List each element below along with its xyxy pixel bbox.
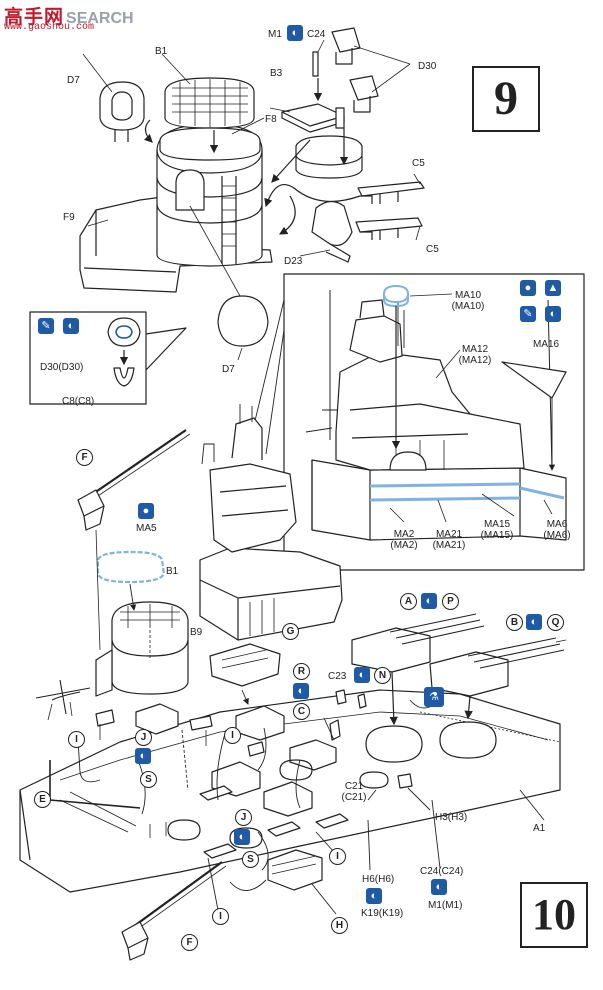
label-c21-text: C21 [344,781,364,792]
label-b9: B9 [190,627,203,638]
label-ma12: MA12(MA12) [453,344,497,366]
marker-p: P [442,593,459,610]
deck-assembly [19,404,567,961]
marker-h: H [331,917,348,934]
label-ma2: MA2(MA2) [382,529,426,551]
label-c24: C24 [307,29,326,40]
dual-color-icon: ◐ [526,614,542,630]
glue-icon: ⚗ [424,687,444,707]
label-d30: D30 [418,61,437,72]
label-ma2-paren: (MA2) [390,540,418,551]
marker-s-mid: S [242,851,259,868]
dual-color-icon: ◐ [354,667,370,683]
label-b1-mid: B1 [166,566,179,577]
paint-brush-icon: ✎ [520,306,536,322]
marker-r: R [293,663,310,680]
label-k19: K19(K19) [361,908,404,919]
marker-i-bottom: I [212,908,229,925]
superstructure-detail [247,273,585,571]
marker-f-top: F [76,449,93,466]
label-ma21-paren: (MA21) [432,540,466,551]
label-ma15-text: MA15 [483,519,511,530]
label-ma12-text: MA12 [461,344,489,355]
dual-color-icon: ◐ [234,829,250,845]
marker-j-mid: J [235,809,252,826]
label-ma15: MA15(MA15) [475,519,519,541]
marker-g: G [282,623,299,640]
label-c24-bottom: C24(C24) [420,866,464,877]
label-h6: H6(H6) [362,874,395,885]
dual-color-icon: ◐ [287,25,303,41]
label-c5-lower: C5 [426,244,439,255]
label-d30-d30: D30(D30) [40,362,84,373]
paint-drop-icon: ● [138,503,154,519]
marker-f-bottom: F [181,934,198,951]
d30-inset [29,311,187,405]
paint-drop-icon: ● [520,280,536,296]
label-ma16: MA16 [533,339,560,350]
dual-color-icon: ◐ [366,888,382,904]
dual-color-icon: ◐ [431,879,447,895]
label-d7-bottom: D7 [222,364,235,375]
label-d23: D23 [284,256,303,267]
watermark-logo: 高手网 [4,6,65,28]
label-a1: A1 [533,823,546,834]
marker-j-left: J [135,729,152,746]
marker-c: C [293,703,310,720]
dual-color-icon: ◐ [421,593,437,609]
label-ma10: MA10(MA10) [446,290,490,312]
step-number-10: 10 [520,882,588,948]
label-c21-paren: (C21) [341,792,367,803]
marker-n: N [374,667,391,684]
label-m1-bottom: M1(M1) [428,900,463,911]
marker-b: B [506,614,523,631]
label-c5-upper: C5 [412,158,425,169]
label-c23: C23 [328,671,347,682]
label-ma15-paren: (MA15) [480,530,514,541]
label-c8-c8: C8(C8) [62,396,95,407]
label-ma6-paren: (MA6) [543,530,571,541]
marker-a: A [400,593,417,610]
label-ma12-paren: (MA12) [458,355,492,366]
dual-color-icon: ◐ [293,683,309,699]
label-d7: D7 [67,75,80,86]
marker-i-left: I [68,731,85,748]
paint-brush-icon: ✎ [38,318,54,334]
watermark-url: www.gaoshou.com [4,22,95,33]
label-f9: F9 [63,212,75,223]
dual-color-icon: ◐ [545,306,561,322]
marker-e: E [34,791,51,808]
marker-i-mid: I [224,727,241,744]
label-b1: B1 [155,46,168,57]
label-ma21: MA21(MA21) [427,529,471,551]
label-b3: B3 [270,68,283,79]
label-ma6: MA6(MA6) [535,519,579,541]
marker-q: Q [547,614,564,631]
label-ma2-text: MA2 [393,529,415,540]
funnel-assembly [79,27,425,361]
label-m1: M1 [268,29,282,40]
watermark-search: SEARCH [66,10,134,27]
step-number-9: 9 [472,66,540,132]
label-f8: F8 [265,114,277,125]
label-ma21-text: MA21 [435,529,463,540]
label-c21: C21(C21) [334,781,374,803]
label-ma5: MA5 [136,523,157,534]
dual-color-icon: ◐ [135,748,151,764]
marker-s-left: S [140,771,157,788]
marker-i-right: I [329,848,346,865]
dual-color-icon: ◐ [63,318,79,334]
arrow-up-icon: ▲ [545,280,561,296]
label-ma10-paren: (MA10) [451,301,485,312]
label-h3: H3(H3) [435,812,468,823]
label-ma6-text: MA6 [546,519,568,530]
label-ma10-text: MA10 [454,290,482,301]
